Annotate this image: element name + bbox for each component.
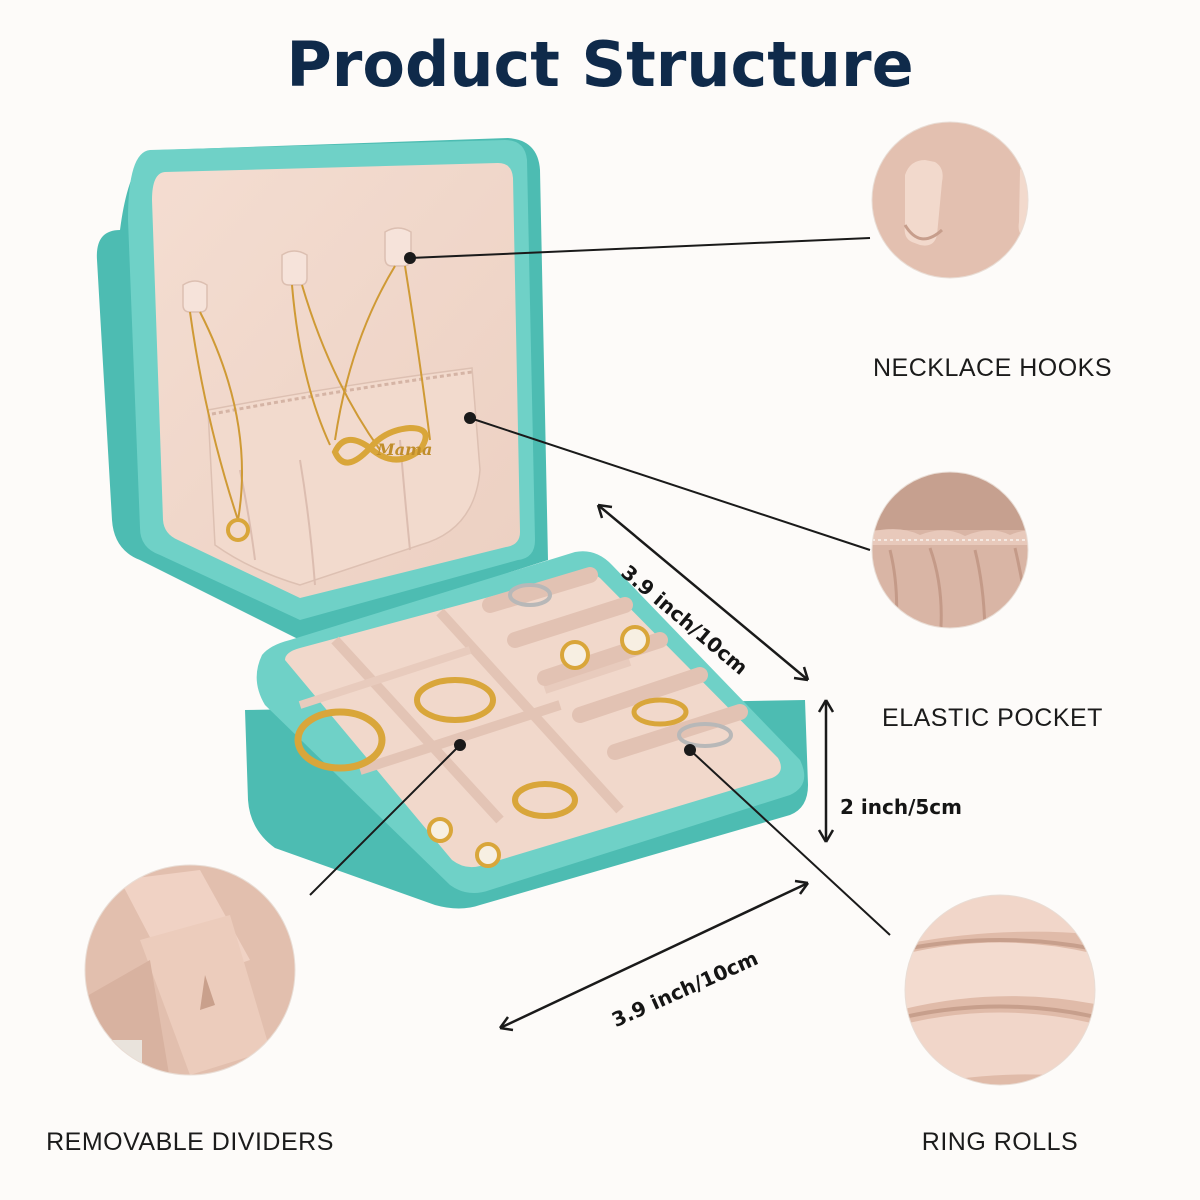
pendant-text: Mama (376, 440, 432, 459)
detail-removable-dividers (85, 865, 295, 1075)
detail-elastic-pocket (872, 472, 1028, 628)
label-elastic-pocket: ELASTIC POCKET (882, 704, 1103, 732)
dimension-height: 2 inch/5cm (840, 795, 962, 819)
detail-necklace-hooks (872, 122, 1028, 278)
page-title: Product Structure (286, 28, 914, 101)
dimension-arrows (498, 503, 835, 1032)
case-lid: Mama (96, 138, 548, 640)
label-removable-dividers: REMOVABLE DIVIDERS (46, 1128, 334, 1156)
callout-lines (309, 237, 891, 936)
case-base (245, 551, 808, 909)
label-ring-rolls: RING ROLLS (921, 1128, 1079, 1156)
detail-ring-rolls (905, 895, 1095, 1085)
label-necklace-hooks: NECKLACE HOOKS (872, 354, 1112, 382)
